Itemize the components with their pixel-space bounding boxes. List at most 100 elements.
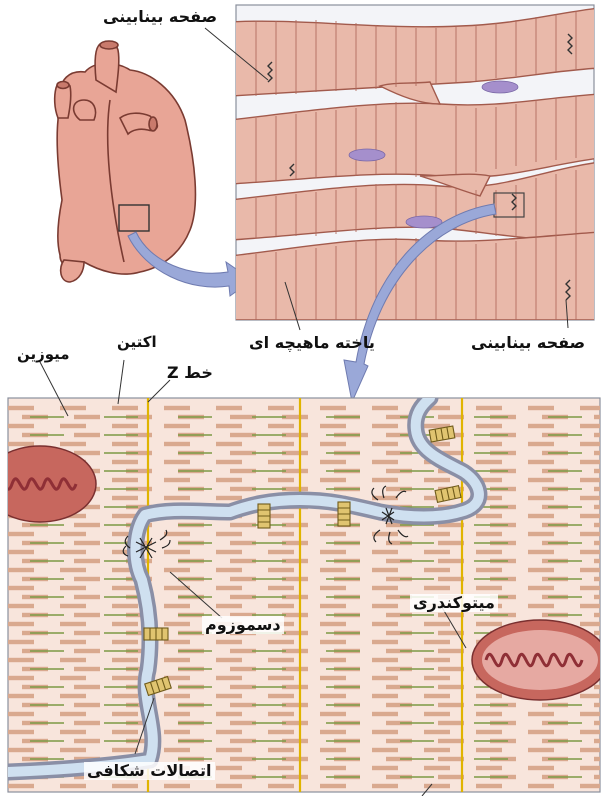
intercalated-disc-detail-panel — [0, 398, 605, 792]
myosin-filament — [216, 766, 242, 770]
myosin-filament — [476, 586, 502, 590]
myosin-filament — [476, 424, 502, 428]
myosin-filament — [438, 721, 464, 725]
myosin-filament — [60, 712, 86, 716]
myosin-filament — [60, 604, 86, 608]
myosin-filament — [438, 631, 464, 635]
myosin-filament — [594, 613, 605, 617]
myosin-filament — [320, 406, 346, 410]
myosin-filament — [112, 478, 138, 482]
gap-junction — [338, 502, 350, 526]
myosin-filament — [60, 658, 86, 662]
myosin-filament — [320, 442, 346, 446]
myosin-filament — [320, 586, 346, 590]
myosin-filament — [268, 424, 294, 428]
myosin-filament — [320, 532, 346, 536]
myosin-filament — [268, 442, 294, 446]
label-z-line: خط Z — [164, 364, 216, 382]
myosin-filament — [74, 649, 100, 653]
myosin-filament — [320, 568, 346, 572]
myosin-filament — [164, 496, 190, 500]
myosin-filament — [60, 676, 86, 680]
label-myosin: میوزین — [14, 346, 73, 363]
myosin-filament — [476, 730, 502, 734]
myosin-filament — [528, 748, 554, 752]
myosin-filament — [580, 550, 605, 554]
myosin-filament — [372, 550, 398, 554]
myosin-filament — [8, 604, 34, 608]
myosin-filament — [60, 784, 86, 788]
myosin-filament — [438, 703, 464, 707]
myosin-filament — [74, 721, 100, 725]
muscle-tissue-panel — [230, 5, 600, 320]
myosin-filament — [438, 739, 464, 743]
myosin-filament — [268, 460, 294, 464]
myosin-filament — [424, 622, 450, 626]
myosin-filament — [476, 694, 502, 698]
myosin-filament — [580, 568, 605, 572]
label-gap-junctions: اتصالات شکافی — [84, 762, 215, 780]
myosin-filament — [164, 424, 190, 428]
myosin-filament — [372, 586, 398, 590]
myosin-filament — [594, 559, 605, 563]
myosin-filament — [594, 721, 605, 725]
myosin-filament — [528, 532, 554, 536]
myosin-filament — [594, 595, 605, 599]
myosin-filament — [528, 460, 554, 464]
myosin-filament — [594, 469, 605, 473]
myosin-filament — [268, 658, 294, 662]
myosin-filament — [594, 415, 605, 419]
myosin-filament — [476, 766, 502, 770]
myosin-filament — [164, 658, 190, 662]
myosin-filament — [320, 478, 346, 482]
myosin-filament — [476, 550, 502, 554]
myosin-filament — [476, 514, 502, 518]
myosin-filament — [438, 415, 464, 419]
myosin-filament — [60, 586, 86, 590]
myosin-filament — [476, 568, 502, 572]
myosin-filament — [528, 496, 554, 500]
myosin-filament — [216, 640, 242, 644]
myosin-filament — [268, 568, 294, 572]
myosin-filament — [112, 442, 138, 446]
mitochondrion-right — [472, 620, 605, 700]
myosin-filament — [424, 676, 450, 680]
myosin-filament — [60, 622, 86, 626]
myosin-filament — [372, 676, 398, 680]
myosin-filament — [528, 766, 554, 770]
myosin-filament — [268, 712, 294, 716]
label-muscle-cell: یاخته ماهیچه ای — [246, 334, 378, 352]
label-mitochondrion: میتوکندری — [410, 594, 498, 612]
myosin-filament — [320, 730, 346, 734]
myosin-filament — [268, 550, 294, 554]
myosin-filament — [164, 460, 190, 464]
myosin-filament — [8, 550, 34, 554]
myosin-filament — [74, 739, 100, 743]
myosin-filament — [60, 424, 86, 428]
myosin-filament — [320, 766, 346, 770]
myosin-filament — [164, 604, 190, 608]
myosin-filament — [594, 739, 605, 743]
myosin-filament — [216, 586, 242, 590]
myosin-filament — [594, 523, 605, 527]
heart-body — [57, 64, 195, 275]
myosin-filament — [60, 694, 86, 698]
myosin-filament — [112, 424, 138, 428]
myosin-filament — [438, 775, 464, 779]
myosin-filament — [8, 568, 34, 572]
heart-illustration — [55, 41, 196, 282]
myosin-filament — [216, 604, 242, 608]
myosin-filament — [320, 622, 346, 626]
myosin-filament — [216, 712, 242, 716]
myosin-filament — [8, 676, 34, 680]
myosin-filament — [60, 532, 86, 536]
myosin-filament — [372, 694, 398, 698]
myosin-filament — [528, 712, 554, 716]
myosin-filament — [112, 712, 138, 716]
myosin-filament — [216, 694, 242, 698]
gap-junction — [258, 504, 270, 528]
myosin-filament — [528, 586, 554, 590]
myosin-filament — [438, 685, 464, 689]
myosin-filament — [74, 685, 100, 689]
